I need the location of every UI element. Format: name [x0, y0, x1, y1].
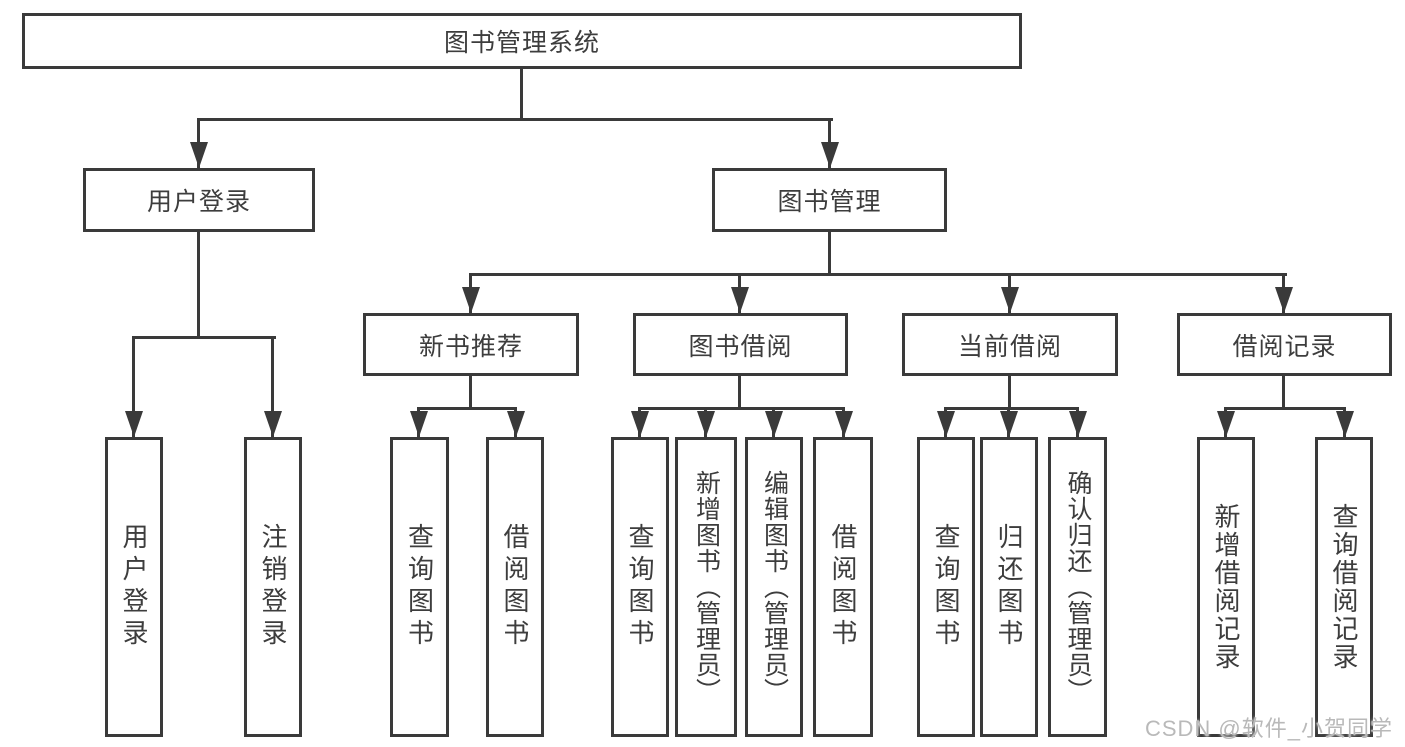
node-book-management-label: 图书管理: [777, 188, 882, 216]
node-current-borrow-label: 当前借阅: [957, 332, 1062, 361]
leaf-newbook-query-books-label: 查询图书: [404, 523, 435, 651]
arrow-down-icon: [697, 411, 715, 437]
leaf-query-borrow-record: 查询借阅记录: [1315, 437, 1373, 737]
leaf-newbook-borrow-books-label: 借阅图书: [500, 523, 530, 651]
arrow-down-icon: [190, 142, 208, 168]
connector-line: [1282, 376, 1285, 410]
node-new-book-recommend: 新书推荐: [363, 313, 579, 376]
leaf-user-login-label: 用户登录: [119, 523, 149, 651]
arrow-down-icon: [507, 411, 525, 437]
leaf-current-query-books-label: 查询图书: [931, 523, 961, 651]
csdn-watermark: CSDN @软件_小贺同学: [1144, 716, 1393, 741]
leaf-add-borrow-record-label: 新增借阅记录: [1211, 503, 1241, 671]
leaf-edit-books-admin: 编辑图书（管理员）: [745, 437, 803, 737]
node-root: 图书管理系统: [22, 13, 1022, 69]
node-book-borrow-label: 图书借阅: [688, 332, 793, 361]
leaf-borrow-borrow-books: 借阅图书: [813, 437, 873, 737]
connector-line: [638, 407, 845, 410]
leaf-current-query-books: 查询图书: [917, 437, 975, 737]
arrow-down-icon: [1275, 287, 1293, 313]
arrow-down-icon: [1336, 411, 1354, 437]
arrow-down-icon: [821, 142, 839, 168]
leaf-newbook-borrow-books: 借阅图书: [486, 437, 544, 737]
arrow-down-icon: [765, 411, 783, 437]
leaf-borrow-query-books: 查询图书: [611, 437, 669, 737]
leaf-confirm-return-admin: 确认归还（管理员）: [1048, 437, 1107, 737]
connector-line: [271, 336, 274, 437]
connector-line: [132, 336, 276, 339]
leaf-edit-books-admin-label: 编辑图书（管理员）: [760, 470, 789, 704]
leaf-confirm-return-admin-label: 确认归还（管理员）: [1064, 470, 1092, 704]
connector-line: [738, 376, 741, 410]
connector-line: [944, 407, 1079, 410]
leaf-logout-label: 注销登录: [258, 523, 288, 651]
leaf-return-books: 归还图书: [980, 437, 1038, 737]
node-new-book-recommend-label: 新书推荐: [418, 332, 523, 361]
arrow-down-icon: [264, 411, 282, 437]
arrow-down-icon: [462, 287, 480, 313]
arrow-down-icon: [937, 411, 955, 437]
connector-line: [132, 336, 135, 437]
leaf-user-login: 用户登录: [105, 437, 163, 737]
connector-line: [469, 376, 472, 410]
node-root-label: 图书管理系统: [443, 29, 600, 57]
node-book-borrow: 图书借阅: [633, 313, 848, 376]
leaf-return-books-label: 归还图书: [994, 523, 1024, 651]
node-borrow-records-label: 借阅记录: [1232, 332, 1337, 361]
connector-line: [197, 232, 200, 339]
leaf-newbook-query-books: 查询图书: [390, 437, 449, 737]
leaf-borrow-borrow-books-label: 借阅图书: [828, 523, 858, 651]
leaf-add-books-admin-label: 新增图书（管理员）: [692, 470, 721, 704]
connector-line: [1224, 407, 1346, 410]
leaf-borrow-query-books-label: 查询图书: [625, 523, 655, 651]
arrow-down-icon: [1000, 411, 1018, 437]
leaf-add-books-admin: 新增图书（管理员）: [675, 437, 737, 737]
arrow-down-icon: [1217, 411, 1235, 437]
arrow-down-icon: [835, 411, 853, 437]
arrow-down-icon: [731, 287, 749, 313]
node-user-login-label: 用户登录: [146, 188, 251, 216]
arrow-down-icon: [125, 411, 143, 437]
leaf-query-borrow-record-label: 查询借阅记录: [1329, 503, 1359, 671]
arrow-down-icon: [1001, 287, 1019, 313]
node-user-login: 用户登录: [83, 168, 315, 232]
arrow-down-icon: [1069, 411, 1087, 437]
connector-line: [1008, 376, 1011, 410]
node-current-borrow: 当前借阅: [902, 313, 1118, 376]
leaf-logout: 注销登录: [244, 437, 302, 737]
connector-line: [828, 232, 831, 276]
connector-line: [469, 273, 1287, 276]
connector-line: [417, 407, 517, 410]
connector-line: [197, 118, 833, 121]
leaf-add-borrow-record: 新增借阅记录: [1197, 437, 1255, 737]
node-book-management: 图书管理: [712, 168, 947, 232]
arrow-down-icon: [631, 411, 649, 437]
node-borrow-records: 借阅记录: [1177, 313, 1392, 376]
arrow-down-icon: [410, 411, 428, 437]
connector-line: [520, 69, 523, 121]
